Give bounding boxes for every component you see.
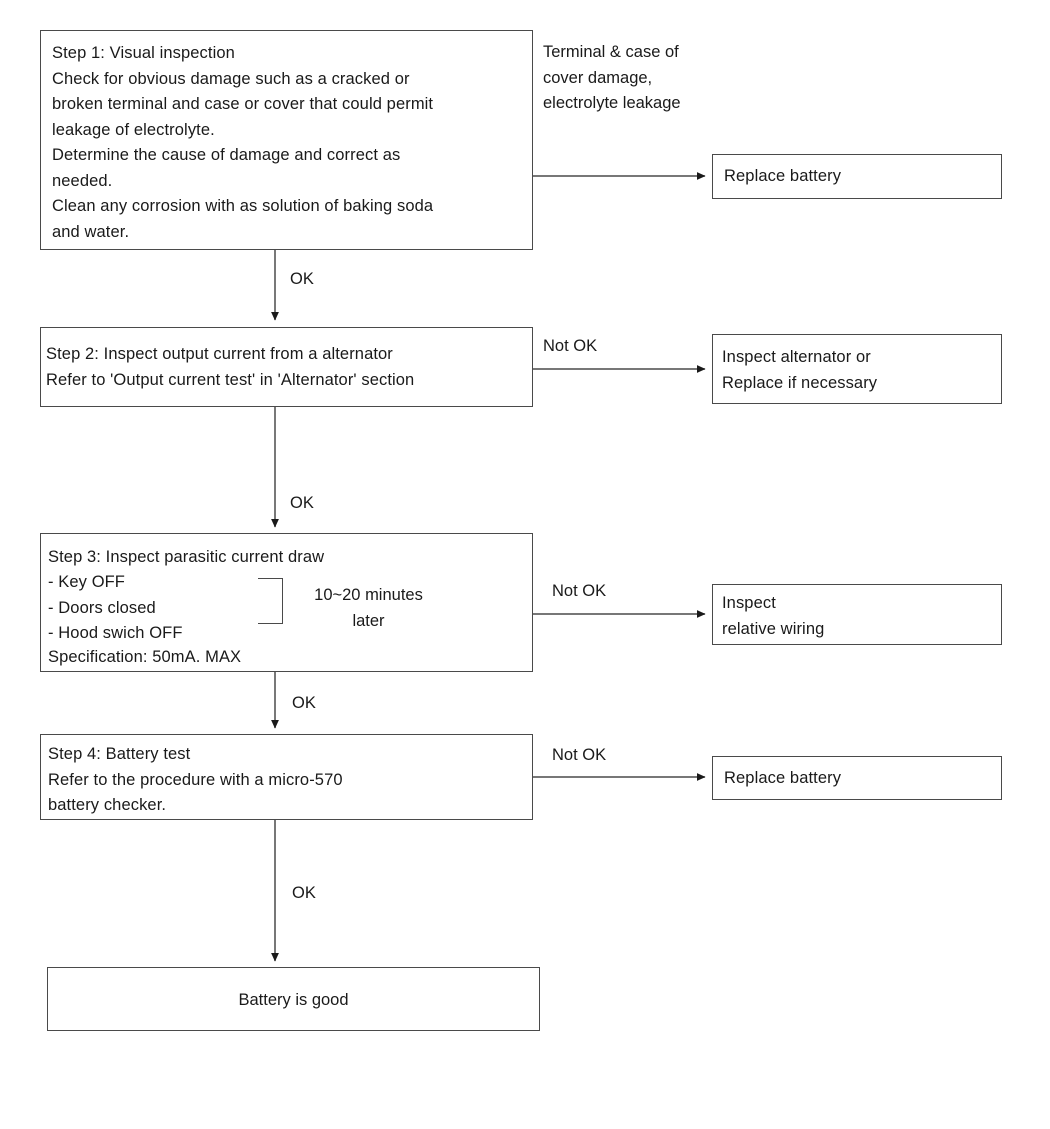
step-3-bullets: - Key OFF - Doors closed - Hood swich OF… [48,573,183,642]
outcome-4-box[interactable] [712,756,1002,800]
step-1-text: Step 1: Visual inspection Check for obvi… [52,44,434,241]
outcome-2-box[interactable] [712,334,1002,404]
outcome-2-text: Inspect alternator or Replace if necessa… [722,348,878,392]
outcome-1-text: Replace battery [724,167,842,185]
outcome-1-box[interactable] [712,154,1002,199]
edge-label-ok-4: OK [292,884,316,902]
edge-label-not-ok-3: Not OK [552,582,607,600]
step-2-box[interactable] [40,327,533,407]
step-2-text: Step 2: Inspect output current from a al… [46,345,415,389]
result-box[interactable] [47,967,540,1031]
step-3-specification: Specification: 50mA. MAX [48,648,242,666]
edge-label-ok-3: OK [292,694,316,712]
step-3-heading: Step 3: Inspect parasitic current draw [48,548,325,566]
result-text: Battery is good [238,991,349,1009]
step-4-box[interactable] [40,734,533,820]
edge-label-ok-2: OK [290,494,314,512]
grouping-bracket-icon [258,578,283,624]
step-3-box[interactable] [40,533,533,672]
outcome-3-box[interactable] [712,584,1002,645]
edge-label-ok-1: OK [290,270,314,288]
outcome-3-text: Inspect relative wiring [722,594,825,638]
edge-label-not-ok-2: Not OK [543,337,598,355]
outcome-4-text: Replace battery [724,769,842,787]
branch-note-terminal-case: Terminal & case of cover damage, electro… [543,43,681,112]
edge-label-not-ok-4: Not OK [552,746,607,764]
step-4-text: Step 4: Battery test Refer to the proced… [48,745,343,814]
step-3-bracket-label: 10~20 minutes later [314,586,423,630]
step-1-box[interactable] [40,30,533,250]
